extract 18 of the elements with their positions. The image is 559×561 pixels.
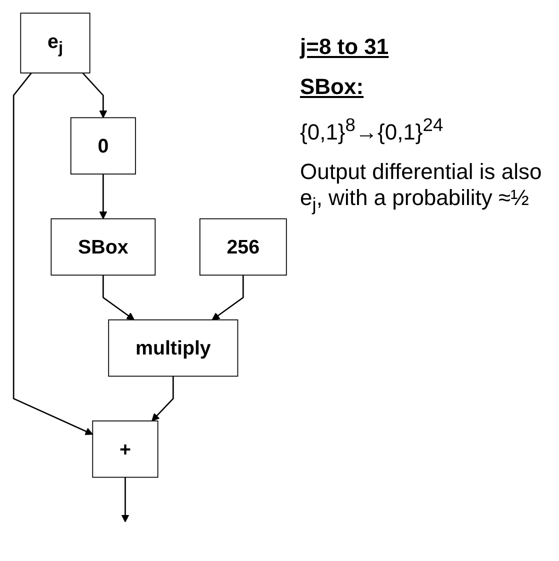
node-box: [199, 218, 287, 276]
node-box: [50, 218, 156, 276]
node-box: [108, 318, 238, 376]
note-text: {0,1}$^{8}$→{0,1}$^{24}$: [300, 114, 444, 146]
arrow: [82, 72, 108, 118]
arrow: [99, 174, 108, 219]
node-box: [20, 12, 90, 73]
arrow: [102, 274, 134, 320]
heading-label: SBox:: [300, 74, 365, 100]
note-text: Output differential is also e$_{j}$, with a probability ≈½: [300, 159, 543, 216]
arrow: [212, 274, 244, 320]
arrow: [12, 72, 93, 435]
node-box: [70, 116, 136, 174]
arrow: [152, 376, 174, 421]
node-box: [92, 420, 158, 478]
flowchart-drawing: e$_{j}$ 0 SBox multiply 256 +: [0, 6, 300, 556]
arrow: [121, 476, 130, 522]
heading-label: j=8 to 31: [300, 34, 390, 60]
